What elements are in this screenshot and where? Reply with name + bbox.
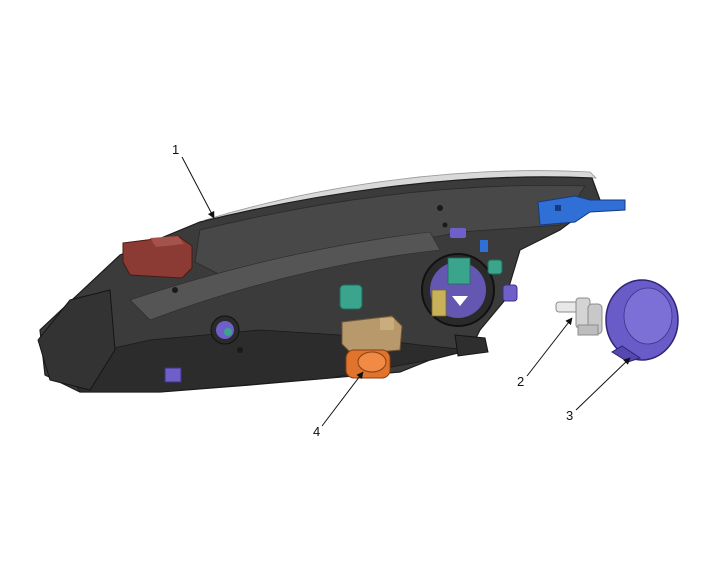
left-mount-bracket (37, 289, 116, 391)
dust-cap (605, 279, 679, 363)
turn-signal-bulb (345, 349, 391, 379)
turn-signal-connector (341, 315, 403, 355)
headlamp-housing (37, 170, 601, 393)
headlamp-bulb (555, 297, 603, 336)
callout-2-leader (526, 317, 573, 377)
callout-2: 2 (517, 374, 524, 389)
bolt-hole (237, 347, 243, 353)
bolt-hole (442, 222, 448, 228)
housing-ridge (129, 231, 441, 321)
callout-1-leader (181, 156, 215, 219)
callout-4-leader (321, 371, 364, 427)
callout-4: 4 (313, 424, 320, 439)
lower-left-socket (164, 367, 182, 383)
red-mount-bracket (122, 235, 193, 279)
callout-1: 1 (172, 142, 179, 157)
main-bulb-socket (421, 253, 495, 327)
bottom-tab (454, 334, 489, 357)
bolt-hole (437, 205, 443, 211)
callout-3-leader (575, 357, 631, 411)
position-lamp-socket (339, 284, 363, 310)
side-socket (450, 228, 518, 302)
callout-3: 3 (566, 408, 573, 423)
low-beam-socket (210, 315, 240, 345)
blue-mount-bracket (537, 195, 626, 226)
bolt-hole (172, 287, 178, 293)
